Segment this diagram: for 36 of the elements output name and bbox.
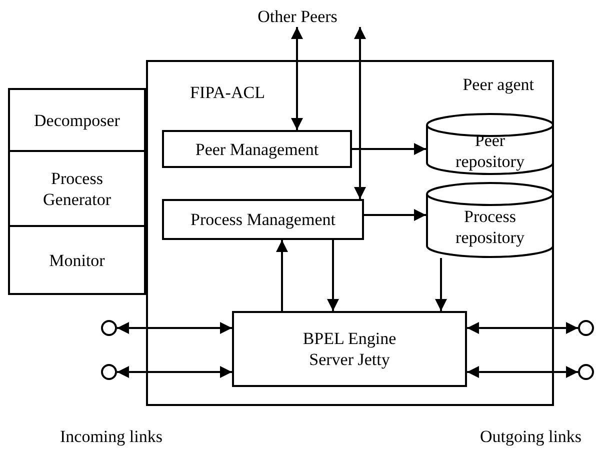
protocol-label: FIPA-ACL bbox=[190, 82, 265, 103]
node-text: Process repository bbox=[454, 206, 526, 248]
link-port-circle bbox=[101, 364, 117, 380]
node-text: Peer Management bbox=[194, 138, 320, 160]
module-box bbox=[8, 88, 146, 152]
link-port-circle bbox=[578, 364, 594, 380]
node-text: Process Generator bbox=[42, 168, 112, 210]
double-arrow bbox=[117, 366, 232, 378]
node-text: Process Management bbox=[190, 209, 336, 230]
double-arrow bbox=[354, 27, 366, 199]
node-text: Decomposer bbox=[33, 110, 121, 130]
module-box bbox=[232, 311, 467, 387]
agent-container-box bbox=[146, 60, 554, 406]
arrow bbox=[352, 143, 426, 155]
link-label: Outgoing links bbox=[480, 426, 582, 447]
double-arrow bbox=[291, 27, 303, 130]
node-text: Monitor bbox=[48, 250, 106, 270]
arrow bbox=[276, 240, 288, 311]
repository-cylinder bbox=[426, 113, 554, 175]
double-arrow bbox=[467, 366, 578, 378]
double-arrow bbox=[467, 322, 578, 334]
node-text: BPEL Engine Server Jetty bbox=[302, 328, 398, 370]
module-box bbox=[8, 225, 146, 295]
link-port-circle bbox=[101, 320, 117, 336]
module-box bbox=[162, 199, 364, 240]
repository-cylinder bbox=[426, 182, 554, 258]
arrow bbox=[364, 209, 426, 221]
node-text: Peer agent bbox=[462, 74, 535, 95]
module-box bbox=[8, 150, 146, 227]
link-port-circle bbox=[578, 320, 594, 336]
link-label: Incoming links bbox=[60, 426, 162, 447]
arrow bbox=[435, 258, 447, 311]
peer-label: Other Peers bbox=[245, 5, 350, 27]
arrow bbox=[327, 240, 339, 311]
module-box bbox=[162, 130, 352, 168]
double-arrow bbox=[117, 322, 232, 334]
